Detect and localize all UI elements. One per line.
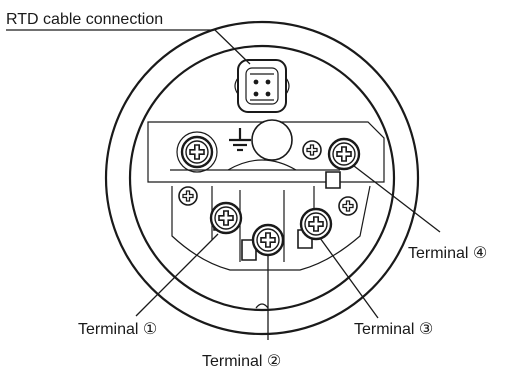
label-rtd-cable-connection: RTD cable connection [6, 11, 163, 28]
terminal-2-screw [251, 223, 285, 257]
leader-terminal-4 [353, 165, 441, 233]
label-terminal-4: Terminal ④ [408, 245, 487, 262]
center-post [251, 119, 293, 161]
terminal-3-screw [299, 207, 333, 241]
leader-lines [6, 29, 441, 340]
housing [104, 20, 420, 336]
ground-screw [176, 131, 218, 173]
leader-rtd [6, 29, 251, 65]
ground-symbol-icon [229, 128, 251, 152]
outer-ring [104, 20, 420, 336]
ring-notch [255, 303, 269, 309]
label-terminal-1: Terminal ① [78, 321, 157, 338]
upper-plate [147, 121, 385, 183]
fixing-screw-right [338, 196, 358, 216]
rtd-connector-icon [234, 59, 290, 113]
leader-terminal-1 [135, 233, 219, 317]
leader-terminal-3 [319, 237, 379, 319]
terminal-4-screw [327, 137, 361, 171]
fixing-screw-left [178, 186, 198, 206]
inner-ring [128, 44, 396, 312]
label-terminal-2: Terminal ② [202, 353, 281, 370]
fixing-screw-top [302, 140, 322, 160]
terminal-1-screw [209, 201, 243, 235]
label-terminal-3: Terminal ③ [354, 321, 433, 338]
